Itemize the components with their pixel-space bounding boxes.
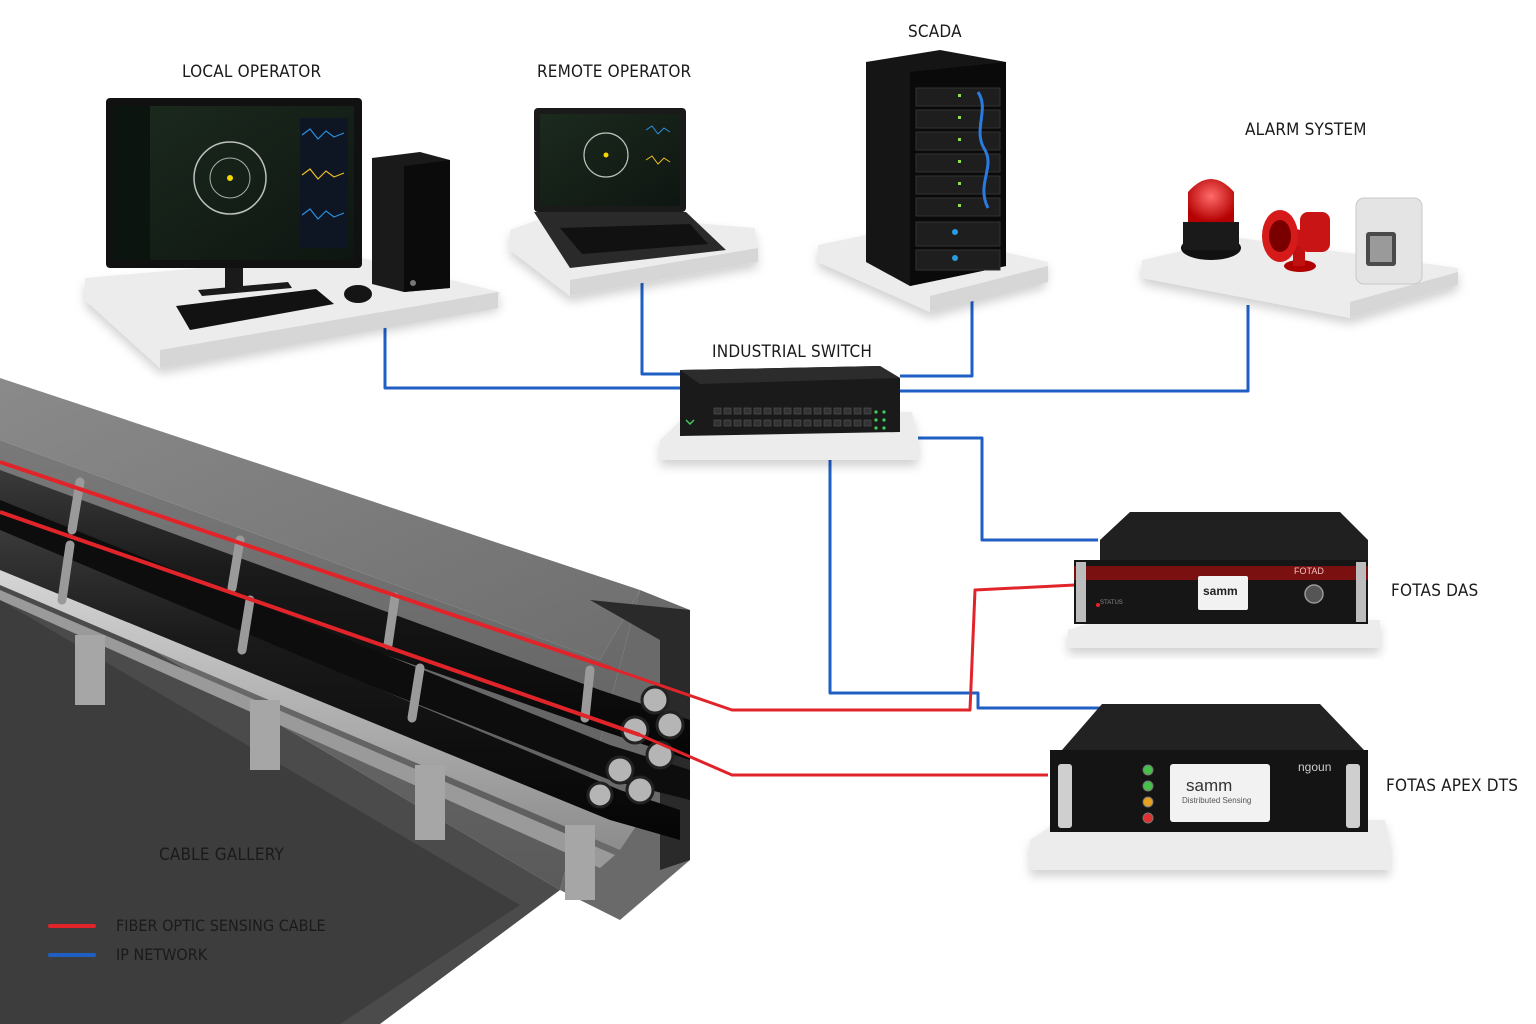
- das-brand-label: samm: [1203, 584, 1238, 598]
- cable-gallery: [0, 378, 690, 1024]
- fotas-das-unit: [1068, 512, 1380, 648]
- label-alarm-system: ALARM SYSTEM: [1245, 120, 1367, 140]
- legend-label-network: IP NETWORK: [116, 945, 208, 964]
- industrial-switch: [660, 366, 918, 460]
- dts-subtitle-label: Distributed Sensing: [1182, 796, 1252, 805]
- dts-brand-label: samm: [1186, 776, 1233, 795]
- dts-maker-label: ngoun: [1298, 760, 1332, 774]
- das-status-label: STATUS: [1100, 600, 1123, 606]
- label-remote-operator: REMOTE OPERATOR: [537, 62, 692, 82]
- label-fotas-das: FOTAS DAS: [1391, 581, 1479, 601]
- label-local-operator: LOCAL OPERATOR: [182, 62, 322, 82]
- remote-operator-laptop: [510, 108, 758, 296]
- legend-swatch-network: [48, 952, 96, 957]
- legend-swatch-fiber: [48, 923, 96, 928]
- alarm-system: [1142, 179, 1458, 318]
- scada-rack: [818, 50, 1048, 312]
- label-fotas-apex-dts: FOTAS APEX DTS: [1386, 776, 1519, 796]
- legend-item-fiber: FIBER OPTIC SENSING CABLE: [48, 916, 349, 935]
- fotas-apex-dts-unit: [1030, 704, 1390, 870]
- legend-item-network: IP NETWORK: [48, 945, 217, 964]
- local-operator-workstation: [85, 98, 500, 368]
- connection-lines: [383, 280, 1250, 777]
- legend-label-fiber: FIBER OPTIC SENSING CABLE: [116, 916, 326, 935]
- label-cable-gallery: CABLE GALLERY: [159, 845, 285, 865]
- das-model-label: FOTAD: [1294, 566, 1324, 576]
- label-scada: SCADA: [908, 22, 962, 42]
- label-industrial-switch: INDUSTRIAL SWITCH: [712, 342, 873, 362]
